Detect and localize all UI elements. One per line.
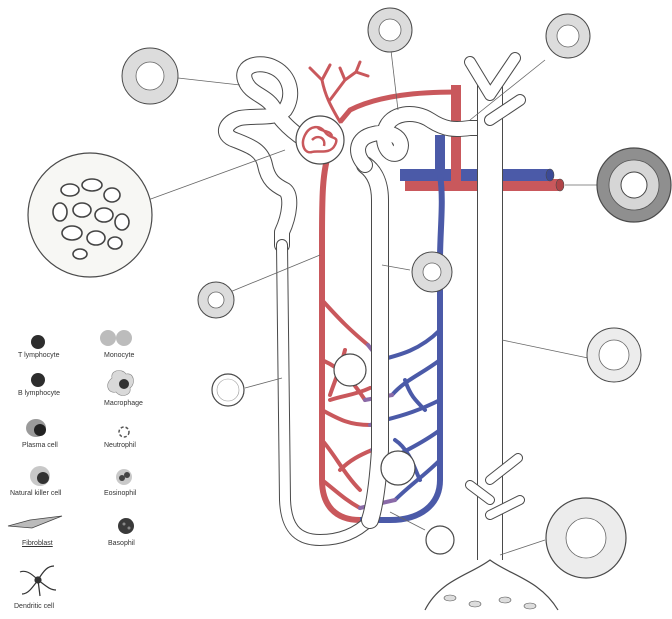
legend-label-basophil: Basophil <box>108 540 135 547</box>
legend-label-b-lymphocyte: B lymphocyte <box>18 390 60 397</box>
legend-icons <box>8 330 134 596</box>
collecting-duct-cross-section-mid <box>587 328 641 382</box>
arcuate-artery-end <box>556 179 564 191</box>
legend-label-neutrophil: Neutrophil <box>104 442 136 449</box>
natural-killer-cell-icon <box>30 466 50 486</box>
loop-cross-section-left <box>198 282 234 318</box>
legend-label-eosinophil: Eosinophil <box>104 490 136 497</box>
legend-label-macrophage: Macrophage <box>104 400 143 407</box>
legend-label-monocyte: Monocyte <box>104 352 134 359</box>
nephron-tubules <box>226 58 558 610</box>
plasma-cell-icon <box>26 419 46 437</box>
proximal-tubule-cross-section-large <box>28 153 152 277</box>
t-lymphocyte-icon <box>31 335 45 349</box>
legend-label-t-lymphocyte: T lymphocyte <box>18 352 60 359</box>
papilla-openings <box>444 595 536 609</box>
peritubular-capillaries-arterial <box>322 300 372 508</box>
legend-label-dendritic-cell: Dendritic cell <box>14 603 54 610</box>
thin-limb-cross-section <box>212 374 244 406</box>
renal-papilla <box>425 560 558 610</box>
tubule-cross-section-top-center <box>368 8 412 52</box>
macrophage-icon <box>108 371 134 396</box>
thick-limb-cross-section <box>412 252 452 292</box>
legend-label-natural-killer-cell: Natural killer cell <box>10 490 61 497</box>
basophil-icon <box>118 518 134 534</box>
collecting-duct-cross-section-large <box>546 498 626 578</box>
fibroblast-icon <box>8 516 62 528</box>
eosinophil-icon <box>116 469 132 485</box>
legend-label-plasma-cell: Plasma cell <box>22 442 58 449</box>
b-lymphocyte-icon <box>31 373 45 387</box>
dendritic-cell-icon <box>20 566 56 596</box>
arcuate-vein-end <box>546 169 554 181</box>
monocyte-icon <box>100 330 132 346</box>
artery-cross-section <box>597 148 671 222</box>
arteriole-tree <box>310 62 368 122</box>
legend-label-fibroblast: Fibroblast <box>22 540 53 547</box>
tubule-cross-section-top-right <box>546 14 590 58</box>
tubule-cross-section-top-left <box>122 48 178 104</box>
capillary-cross-section-bottom <box>426 526 454 554</box>
neutrophil-icon <box>119 427 129 437</box>
